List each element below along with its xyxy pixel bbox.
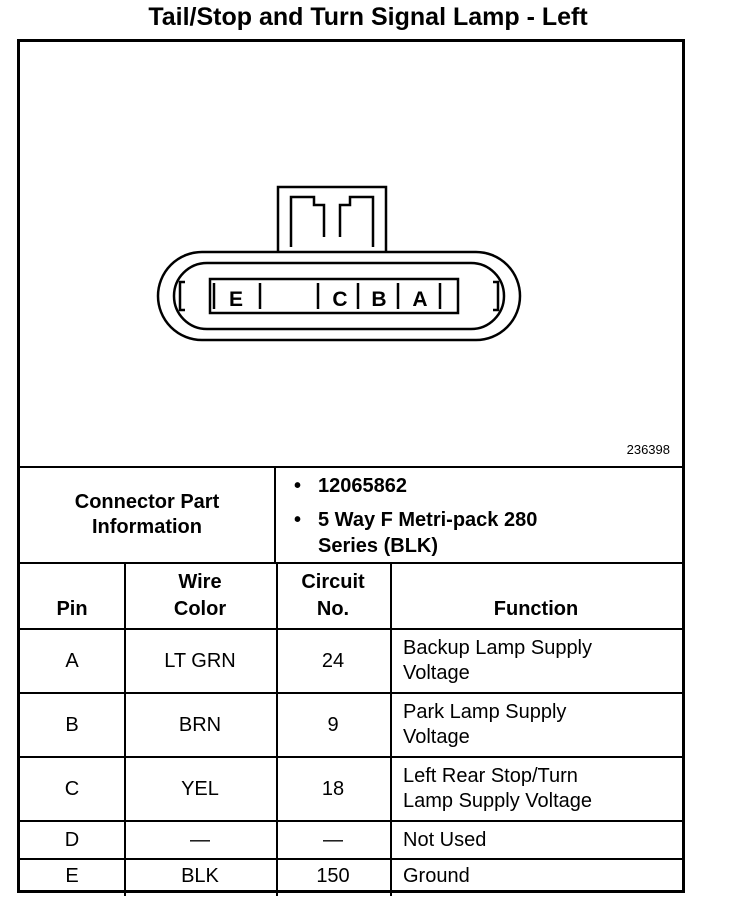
connector-drawing: E C B A <box>156 185 522 342</box>
function-line2: Voltage <box>403 726 470 748</box>
divider <box>276 564 278 896</box>
right-latch <box>493 280 500 312</box>
connector-part-label: Connector Part Information <box>74 491 220 538</box>
cell-pin: D <box>64 828 80 851</box>
header-wire-color-line2: Color <box>173 598 227 620</box>
divider <box>20 628 682 630</box>
header-circuit-line1: Circuit <box>301 571 365 593</box>
list-item: • 5 Way F Metri-pack 280 Series (BLK) <box>278 507 678 559</box>
lock-tab-inner <box>289 195 326 247</box>
cavity-label-a: A <box>412 288 427 311</box>
header-wire-color: Wire Color <box>124 564 276 628</box>
divider <box>20 692 682 694</box>
cell-wire: BLK <box>181 864 219 887</box>
part-number: 12065862 <box>318 475 407 497</box>
header-function: Function <box>493 598 579 620</box>
header-circuit: Circuit No. <box>276 564 390 628</box>
function-line1: Park Lamp Supply <box>403 701 567 723</box>
connector-info-frame: E C B A 236398 Connector Part Informatio… <box>17 39 685 896</box>
cell-function: Left Rear Stop/Turn Lamp Supply Voltage <box>390 758 682 820</box>
list-item: • 12065862 <box>278 473 678 499</box>
cell-wire: LT GRN <box>164 649 236 672</box>
cell-pin: B <box>65 713 79 736</box>
cavity-label-b: B <box>371 288 386 311</box>
cell-pin: A <box>65 649 79 672</box>
lock-tab <box>276 185 388 252</box>
divider <box>20 820 682 822</box>
cell-pin: E <box>65 864 79 887</box>
cell-circuit: — <box>323 828 343 851</box>
connector-body-inner <box>172 261 506 331</box>
page-title: Tail/Stop and Turn Signal Lamp - Left <box>148 3 588 31</box>
function-line2: Voltage <box>403 662 470 684</box>
divider <box>20 858 682 860</box>
cell-function: Not Used <box>403 828 487 851</box>
cell-wire: YEL <box>181 777 219 800</box>
function-line1: Left Rear Stop/Turn <box>403 765 578 787</box>
function-line1: Backup Lamp Supply <box>403 637 593 659</box>
header-wire-color-line1: Wire <box>178 571 222 593</box>
header-pin: Pin <box>56 598 88 620</box>
figure-number: 236398 <box>626 442 670 457</box>
function-line2: Lamp Supply Voltage <box>403 790 593 812</box>
bullet: • <box>294 475 302 497</box>
divider <box>20 756 682 758</box>
cell-circuit: 9 <box>327 713 339 736</box>
connector-type: 5 Way F Metri-pack 280 Series (BLK) <box>318 509 538 557</box>
divider <box>390 564 392 896</box>
divider <box>124 564 126 896</box>
cell-function: Backup Lamp Supply Voltage <box>390 630 682 692</box>
divider <box>20 562 682 564</box>
cavity-strip <box>208 277 460 315</box>
header-circuit-line2: No. <box>316 598 350 620</box>
cell-pin: C <box>64 777 80 800</box>
cavity-label-c: C <box>332 288 347 311</box>
cavity-label-e: E <box>229 288 243 311</box>
lock-tab-inner-right <box>338 195 375 247</box>
connector-diagram: E C B A 236398 <box>20 42 682 466</box>
connector-body-outer <box>156 250 522 342</box>
connector-part-list: • 12065862 • 5 Way F Metri-pack 280 Seri… <box>278 473 678 567</box>
cell-function: Ground <box>403 864 470 887</box>
cell-wire: BRN <box>178 713 222 736</box>
cell-function: Park Lamp Supply Voltage <box>390 694 682 756</box>
left-latch <box>178 280 185 312</box>
cell-circuit: 24 <box>321 649 345 672</box>
cell-circuit: 150 <box>316 864 350 887</box>
bullet: • <box>294 509 302 531</box>
cell-circuit: 18 <box>321 777 345 800</box>
divider <box>20 466 682 468</box>
cell-wire: — <box>190 828 210 851</box>
divider <box>274 468 276 562</box>
